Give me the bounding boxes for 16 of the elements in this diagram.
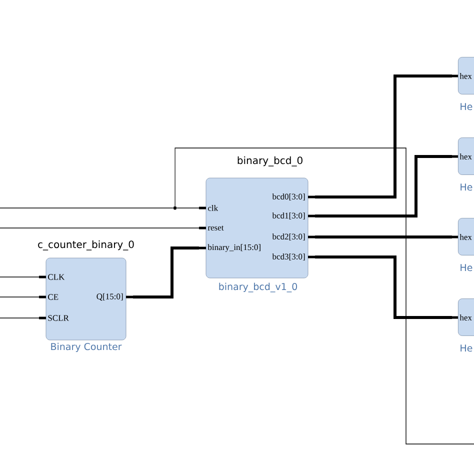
wire xyxy=(315,236,452,238)
block-subtitle: He xyxy=(460,184,472,191)
block-title: binary_bcd_0 xyxy=(238,156,302,166)
wire xyxy=(174,148,474,444)
wire xyxy=(0,296,40,298)
block-subtitle: binary_bcd_v1_0 xyxy=(219,282,298,292)
wire xyxy=(315,155,452,218)
wire xyxy=(0,276,40,278)
block-title: c_counter_binary_0 xyxy=(38,240,134,250)
wire xyxy=(315,74,452,198)
block-subtitle: Binary Counter xyxy=(51,342,122,352)
wire xyxy=(133,246,199,298)
block-subtitle: He xyxy=(460,103,472,110)
block-subtitle: He xyxy=(460,344,472,352)
wire xyxy=(315,256,452,319)
block-subtitle: He xyxy=(460,264,472,272)
